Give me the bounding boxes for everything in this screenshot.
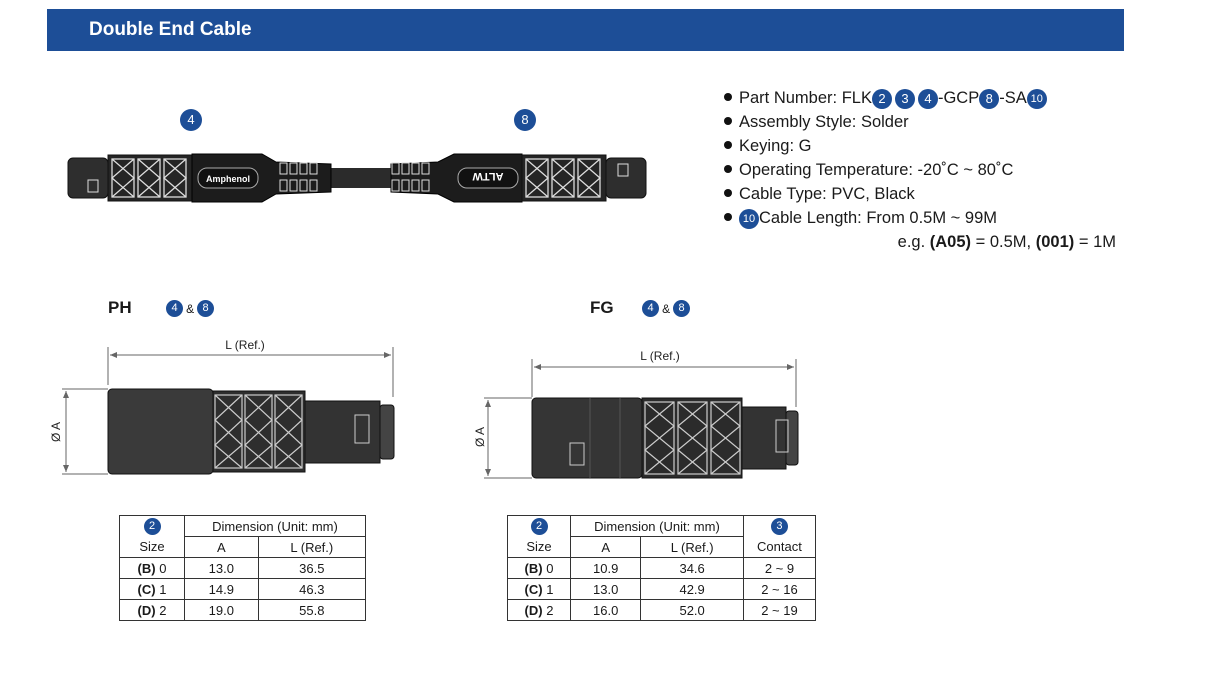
section-title: Double End Cable: [89, 19, 252, 40]
length-badge-10: 10: [739, 208, 759, 229]
ph-badge-4: 4: [166, 300, 184, 318]
fg-table-dim-header: Dimension (Unit: mm): [570, 515, 744, 537]
part-badge-10: 10: [1026, 88, 1047, 109]
fg-table-badge-3: 3: [770, 517, 788, 535]
bullet-icon: [724, 165, 732, 174]
fg-title: FG: [590, 298, 614, 317]
fg-dimension-drawing: L (Ref.) Ø A: [473, 349, 799, 479]
fg-col-size: Size: [507, 536, 571, 558]
fg-length-label: L (Ref.): [640, 349, 680, 363]
table-row: (C) 1 13.0 42.9 2 ~ 16: [507, 578, 817, 600]
bullet-icon: [724, 189, 732, 198]
part-badge-3: 3: [894, 88, 915, 109]
double-end-cable-illustration: Amphenol ALTW: [67, 153, 647, 203]
ph-col-size: Size: [119, 536, 185, 558]
fg-col-l: L (Ref.): [640, 536, 744, 558]
cable-right-badge: 8: [514, 109, 536, 131]
ph-table-size-badge-cell: 2: [119, 515, 185, 537]
table-row: (D) 2 19.0 55.8: [119, 599, 367, 621]
cable-right-brand: ALTW: [472, 170, 504, 182]
ph-title: PH: [108, 298, 132, 317]
fg-col-contact: Contact: [742, 536, 817, 558]
fg-table-contact-badge-cell: 3: [742, 515, 817, 537]
ph-dimension-table: 2 Dimension (Unit: mm) Size A L (Ref.) (…: [119, 515, 367, 621]
ph-table-dim-header: Dimension (Unit: mm): [184, 515, 366, 537]
bullet-icon: [724, 213, 732, 222]
fg-table-size-badge-cell: 2: [507, 515, 571, 537]
ph-col-a: A: [184, 536, 259, 558]
cable-left-brand: Amphenol: [206, 174, 250, 184]
ph-col-l: L (Ref.): [257, 536, 367, 558]
fg-badge-4: 4: [642, 300, 660, 318]
spec-length-example: e.g. (A05) = 0.5M, (001) = 1M: [897, 233, 1116, 251]
table-row: (D) 2 16.0 52.0 2 ~ 19: [507, 599, 817, 621]
ph-diameter-label: Ø A: [49, 422, 63, 442]
ph-table-badge-2: 2: [143, 517, 161, 535]
fg-section-heading: FG 4&8: [590, 298, 691, 318]
bullet-icon: [724, 117, 732, 126]
table-row: (C) 1 14.9 46.3: [119, 578, 367, 600]
section-header: Double End Cable: [47, 9, 1124, 51]
part-badge-4: 4: [917, 88, 938, 109]
fg-diameter-label: Ø A: [473, 427, 487, 447]
fg-col-a: A: [569, 536, 642, 558]
table-row: (B) 0 10.9 34.6 2 ~ 9: [507, 557, 817, 579]
ph-section-heading: PH 4&8: [108, 298, 215, 318]
ph-badge-8: 8: [197, 300, 215, 318]
ph-length-label: L (Ref.): [225, 338, 265, 352]
fg-badge-8: 8: [673, 300, 691, 318]
spec-temperature: Operating Temperature: -20˚C ~ 80˚C: [722, 158, 1142, 182]
cable-left-badge: 4: [180, 109, 202, 131]
bullet-icon: [724, 141, 732, 150]
fg-table-badge-2: 2: [530, 517, 548, 535]
table-row: (B) 0 13.0 36.5: [119, 557, 367, 579]
spec-cable-type: Cable Type: PVC, Black: [722, 182, 1142, 206]
spec-assembly: Assembly Style: Solder: [722, 110, 1142, 134]
fg-dimension-table: 2 Dimension (Unit: mm) 3 Size A L (Ref.)…: [507, 515, 817, 621]
ph-dimension-drawing: L (Ref.) Ø A: [49, 338, 395, 475]
part-badge-8: 8: [979, 88, 1000, 109]
bullet-icon: [724, 93, 732, 102]
part-badge-2: 2: [871, 88, 892, 109]
spec-keying: Keying: G: [722, 134, 1142, 158]
